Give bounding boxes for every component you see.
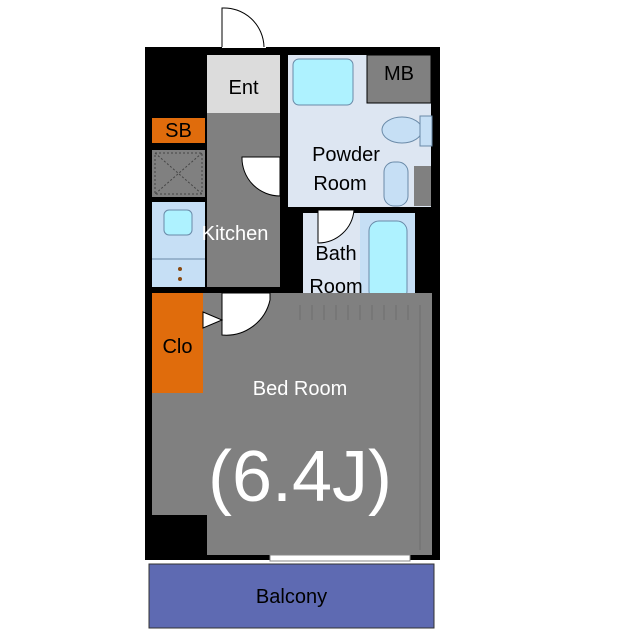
- bath-room-label-line2: Room: [309, 276, 363, 298]
- closet: [152, 293, 203, 393]
- powder-room-label-line1: Powder: [312, 144, 380, 166]
- shoe-box-label: SB: [165, 120, 192, 142]
- stove-burner: [178, 277, 182, 281]
- powder-room-label-line2: Room: [313, 173, 367, 195]
- balcony: [148, 563, 435, 629]
- shoe-box: [152, 118, 205, 143]
- toilet: [381, 116, 423, 144]
- bed-room-size: (6.4J): [207, 437, 393, 517]
- entrance-floor: [207, 55, 280, 113]
- stove-burner: [178, 267, 182, 271]
- toilet-tank: [419, 115, 433, 147]
- powder-door-swing: [241, 156, 281, 197]
- flooring-lines: [299, 305, 421, 550]
- sink: [383, 161, 409, 207]
- refrigerator-space: [152, 150, 205, 197]
- entrance-door-swing: [221, 7, 265, 48]
- kitchen-sink: [163, 209, 193, 236]
- closet-door: [202, 311, 224, 329]
- washing-machine: [292, 58, 354, 106]
- kitchen-label: Kitchen: [201, 223, 269, 245]
- bed-room-label: Bed Room: [252, 378, 348, 400]
- pipe-space: [414, 166, 431, 206]
- balcony-label: Balcony: [255, 586, 328, 608]
- bath-room-label-line1: Bath: [315, 243, 357, 265]
- kitchen-floor: [207, 113, 280, 287]
- bedroom-door-swing: [221, 292, 271, 336]
- balcony-window: [269, 554, 411, 562]
- bath-door-swing: [317, 209, 355, 244]
- closet-label: Clo: [162, 336, 193, 358]
- bathtub: [368, 220, 408, 302]
- entrance-label: Ent: [228, 77, 259, 99]
- meter-box-label: MB: [384, 63, 414, 85]
- meter-box: [366, 54, 432, 104]
